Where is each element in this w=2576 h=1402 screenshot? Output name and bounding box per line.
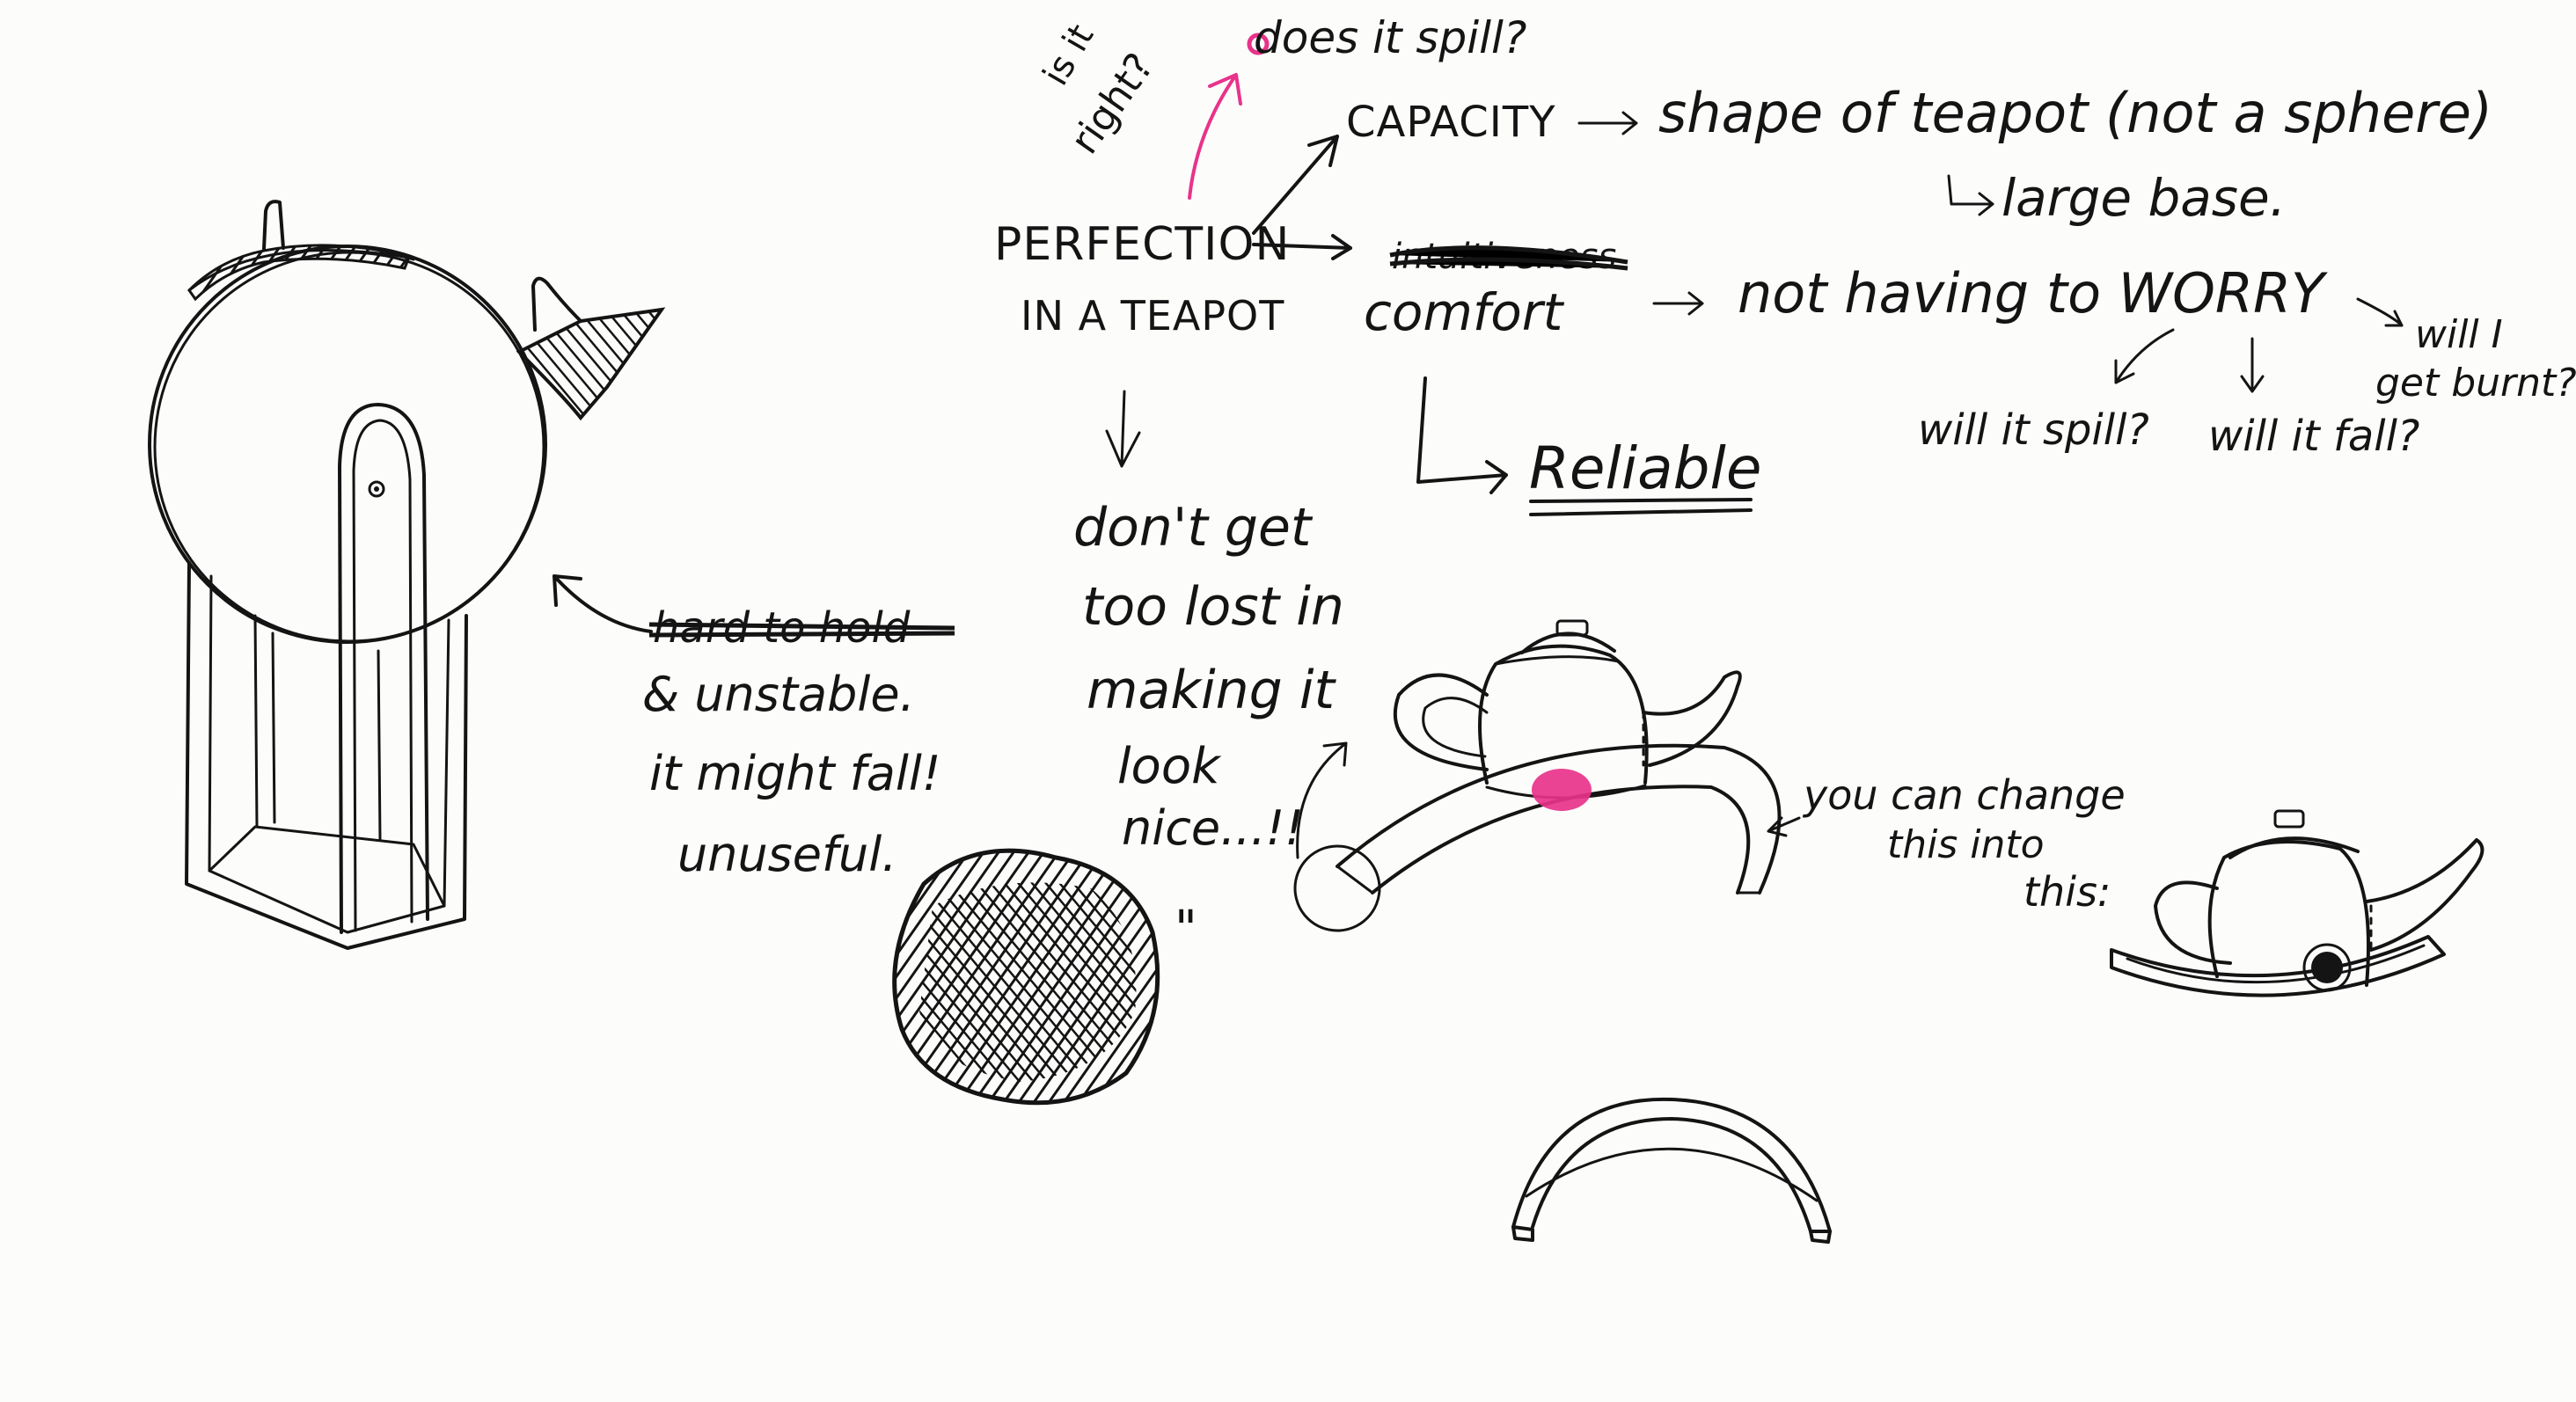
- arrow-shape-icon: [1577, 111, 1638, 135]
- dont-get-5: nice...!!: [1122, 800, 1304, 856]
- arrow-to-sphere-icon: [553, 574, 653, 633]
- arrow-dont-icon: [1105, 390, 1141, 468]
- scribble-blob-drawing: ": [892, 848, 1197, 1106]
- reliable: Reliable: [1529, 434, 1761, 502]
- rocking-teapot-drawing: [1293, 619, 1782, 932]
- sphere-teapot-notes: hard to hold & unstable. it might fall! …: [642, 603, 955, 882]
- arrow-reliable-icon: [1416, 376, 1508, 494]
- arch-base-drawing: [1511, 1097, 1832, 1244]
- will-i-get-burnt-1: will I: [2415, 312, 2503, 357]
- unuseful-note: unuseful.: [677, 827, 896, 882]
- dont-get-4: look: [1117, 738, 1222, 795]
- comfort: comfort: [1364, 282, 1565, 342]
- dont-get-3: making it: [1087, 660, 1336, 721]
- main-topic-line1: PERFECTION: [994, 218, 1290, 271]
- arrow-fall-icon: [2240, 337, 2265, 393]
- not-having-to-worry: not having to WORRY: [1738, 261, 2328, 325]
- shape-of-teapot: shape of teapot (not a sphere): [1658, 81, 2492, 145]
- sphere-teapot-drawing: [148, 200, 666, 950]
- might-fall-note: it might fall!: [649, 746, 941, 801]
- arrow-burnt-icon: [2356, 297, 2404, 327]
- quote-mark: ": [1175, 901, 1197, 958]
- pink-arrow-icon: [1188, 73, 1242, 200]
- arrow-change-icon: [1767, 816, 1801, 837]
- pink-highlight-mark: [1532, 769, 1592, 811]
- arrow-comfort-icon: [1252, 234, 1352, 260]
- rotation-arrow-icon: [1296, 741, 1348, 859]
- large-base: large base.: [2002, 168, 2286, 228]
- improved-teapot-drawing: [2110, 809, 2485, 997]
- dont-get-2: too lost in: [1082, 576, 1344, 638]
- large-base-arrow-icon: [1947, 174, 1994, 216]
- capacity: CAPACITY: [1346, 98, 1556, 147]
- change-note-2: this into: [1887, 822, 2045, 867]
- will-it-fall: will it fall?: [2208, 412, 2419, 461]
- will-i-get-burnt-2: get burnt?: [2375, 361, 2576, 405]
- main-topic-line2: IN A TEAPOT: [1021, 292, 1284, 340]
- dont-get-1: don't get: [1073, 497, 1314, 559]
- unstable-note: & unstable.: [642, 667, 915, 722]
- arrow-worry-icon: [1652, 291, 1704, 316]
- arrow-spill-icon: [2114, 328, 2175, 384]
- will-it-spill: will it spill?: [1918, 405, 2149, 455]
- does-it-spill: does it spill?: [1254, 12, 1526, 63]
- mind-map: PERFECTION IN A TEAPOT is it right? does…: [994, 12, 2576, 856]
- change-note-3: this:: [2023, 868, 2111, 916]
- is-it-right-1: is it: [1036, 18, 1102, 92]
- arrow-capacity-icon: [1252, 135, 1339, 235]
- change-note-1: you can change: [1802, 771, 2126, 819]
